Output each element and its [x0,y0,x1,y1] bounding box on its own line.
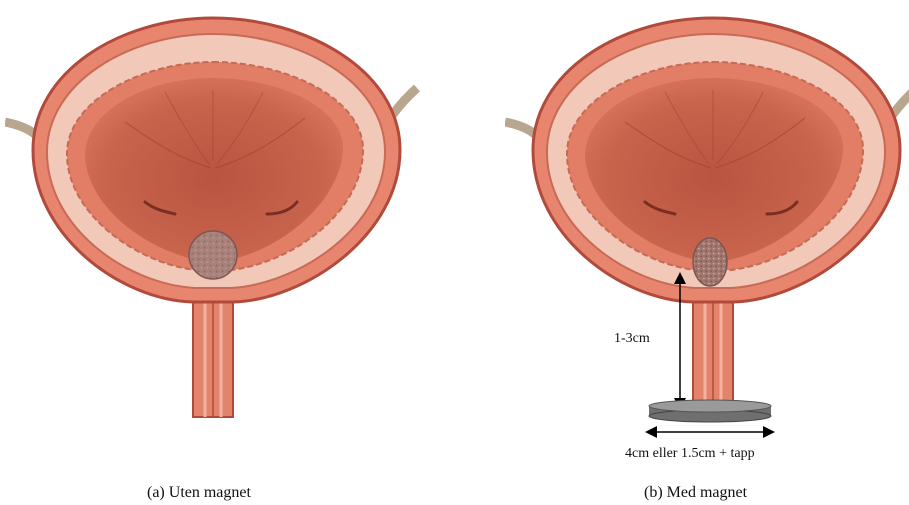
caption-with-magnet: (b) Med magnet [644,484,747,502]
bladder-illustration-b [505,0,909,470]
panel-with-magnet [505,0,909,505]
magnet-disc [649,400,771,422]
bladder-illustration-a [5,0,435,470]
panel-without-magnet [5,0,435,505]
bladder-stone-attracted [693,238,727,286]
bladder-stone [189,231,237,279]
distance-label: 1-3cm [614,331,650,347]
caption-without-magnet: (a) Uten magnet [147,484,251,502]
magnet-size-label: 4cm eller 1.5cm + tapp [625,446,755,462]
